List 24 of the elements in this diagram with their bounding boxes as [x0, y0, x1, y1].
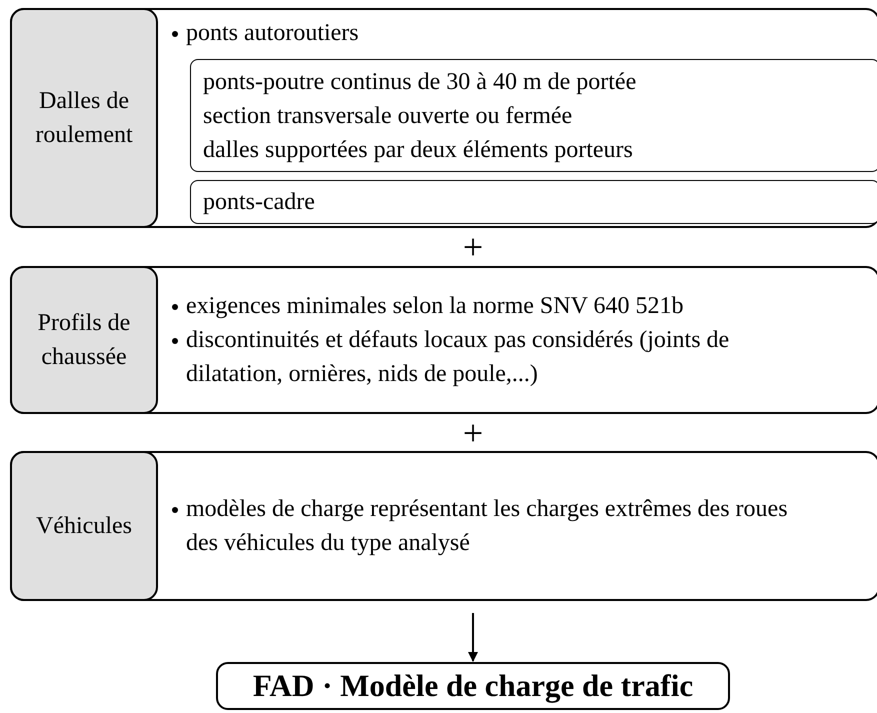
detail-text: ponts-poutre continus de 30 à 40 m de portée: [203, 68, 638, 96]
detail-box: [190, 59, 877, 172]
category-panel: [10, 451, 877, 601]
plus-sign: +: [462, 415, 484, 451]
category-label-box: [10, 8, 158, 228]
category-label: Profils de chaussée: [36, 309, 132, 372]
detail-text: ponts-cadre: [203, 188, 316, 217]
bullet-text: discontinuités et défauts locaux pas considérés (joints de dilatation, ornières, nids de poule,...): [186, 326, 730, 389]
arrow: [468, 613, 478, 662]
category-panel: [10, 266, 877, 414]
bullet-text: exigences minimales selon la norme SNV 640 521b: [186, 292, 684, 321]
result-box: [216, 662, 730, 710]
plus-sign: +: [462, 229, 484, 265]
result-title: FAD · Modèle de charge de trafic: [252, 666, 694, 705]
bullet-text: modèles de charge représentant les charges extrêmes des roues des véhicules du type analysé: [186, 495, 789, 558]
bullet-text: ponts autoroutiers: [186, 19, 359, 48]
category-panel: [10, 8, 877, 228]
category-label: Dalles de roulement: [34, 87, 134, 150]
category-label: Véhicules: [36, 512, 132, 541]
category-label-box: [10, 451, 158, 601]
detail-text: dalles supportées par deux éléments porteurs: [203, 136, 634, 164]
category-label-box: [10, 266, 158, 414]
detail-text: section transversale ouverte ou fermée: [203, 102, 574, 130]
detail-box: [190, 180, 877, 224]
